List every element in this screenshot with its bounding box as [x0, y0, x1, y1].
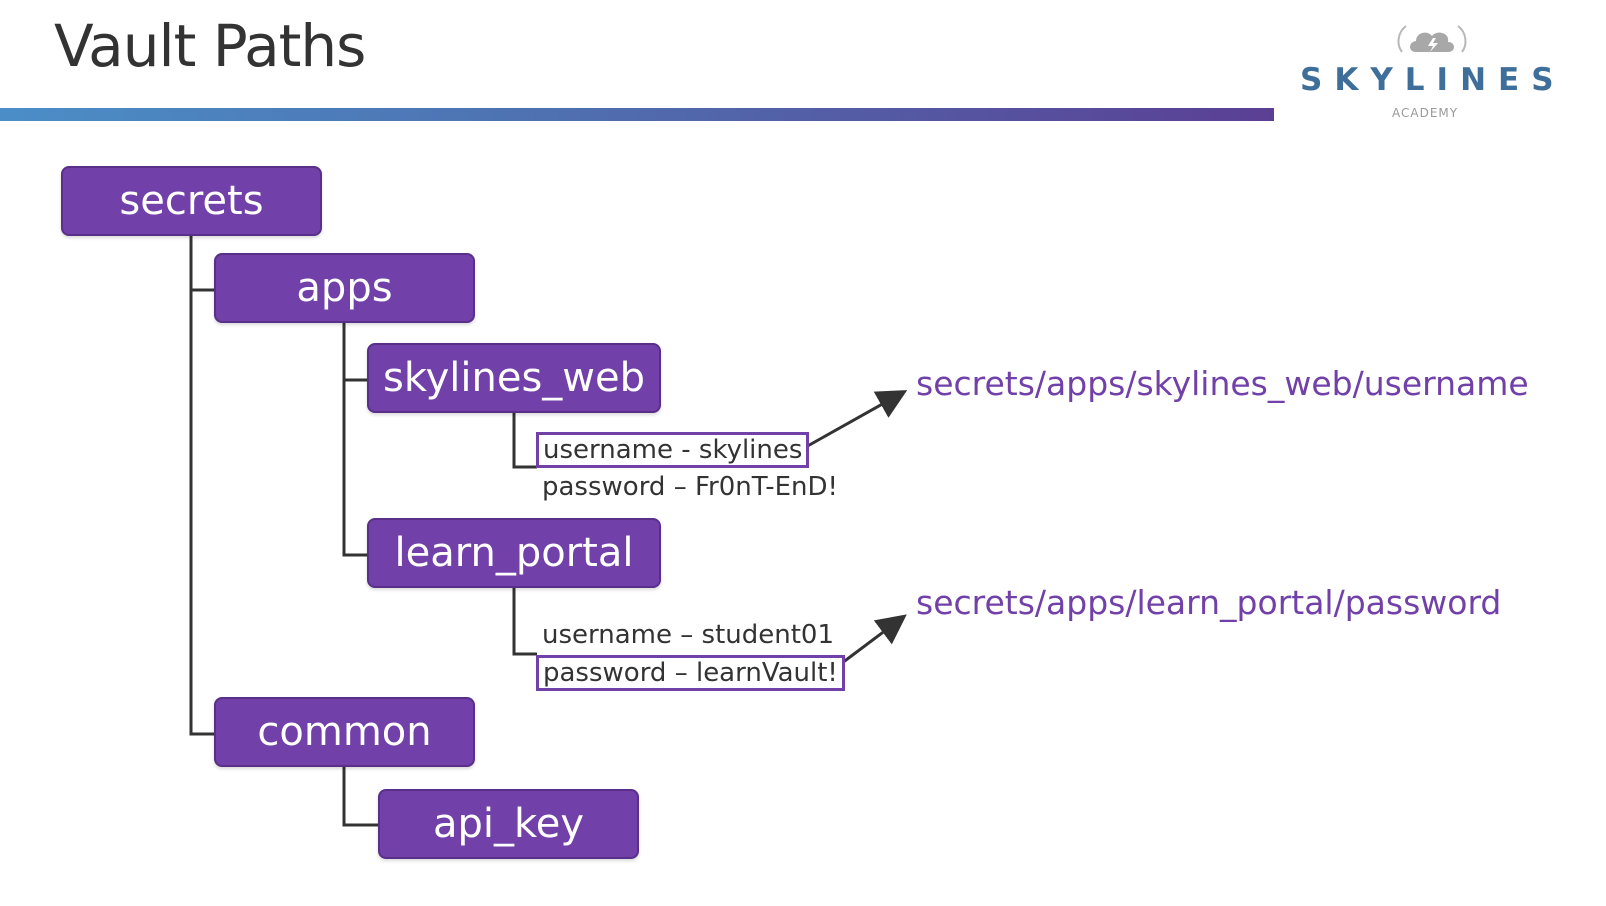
connector-common-api-key: [342, 767, 378, 827]
leaf-skylines-web-password: password – Fr0nT-EnD!: [542, 472, 838, 502]
node-secrets: secrets: [61, 166, 322, 236]
slide-title: Vault Paths: [54, 12, 366, 80]
node-common: common: [214, 697, 475, 767]
node-skylines-web: skylines_web: [367, 343, 661, 413]
connector-skylines-web-leaf: [512, 413, 537, 469]
connector-secrets-common: [189, 290, 215, 736]
connector-apps-skylines-web: [342, 323, 368, 382]
node-api-key: api_key: [378, 789, 639, 859]
node-apps: apps: [214, 253, 475, 323]
logo-wordmark: SKYLINES: [1300, 62, 1566, 98]
leaf-learn-portal-password: password – learnVault!: [536, 655, 845, 691]
logo-subtitle: ACADEMY: [1392, 106, 1459, 120]
leaf-skylines-web-username: username - skylines: [536, 432, 810, 468]
title-underline-bar: [0, 108, 1274, 121]
path-learn-portal-password: secrets/apps/learn_portal/password: [916, 583, 1502, 622]
arrow-to-skylines-path: [803, 390, 908, 450]
node-learn-portal: learn_portal: [367, 518, 661, 588]
connector-secrets-apps: [189, 236, 215, 292]
leaf-learn-portal-username: username – student01: [542, 620, 834, 650]
path-skylines-web-username: secrets/apps/skylines_web/username: [916, 364, 1529, 403]
cloud-icon: [1397, 25, 1467, 53]
connector-apps-learn-portal: [342, 380, 368, 557]
skylines-logo: SKYLINES ACADEMY: [1300, 22, 1590, 122]
connector-learn-portal-leaf: [512, 588, 537, 656]
